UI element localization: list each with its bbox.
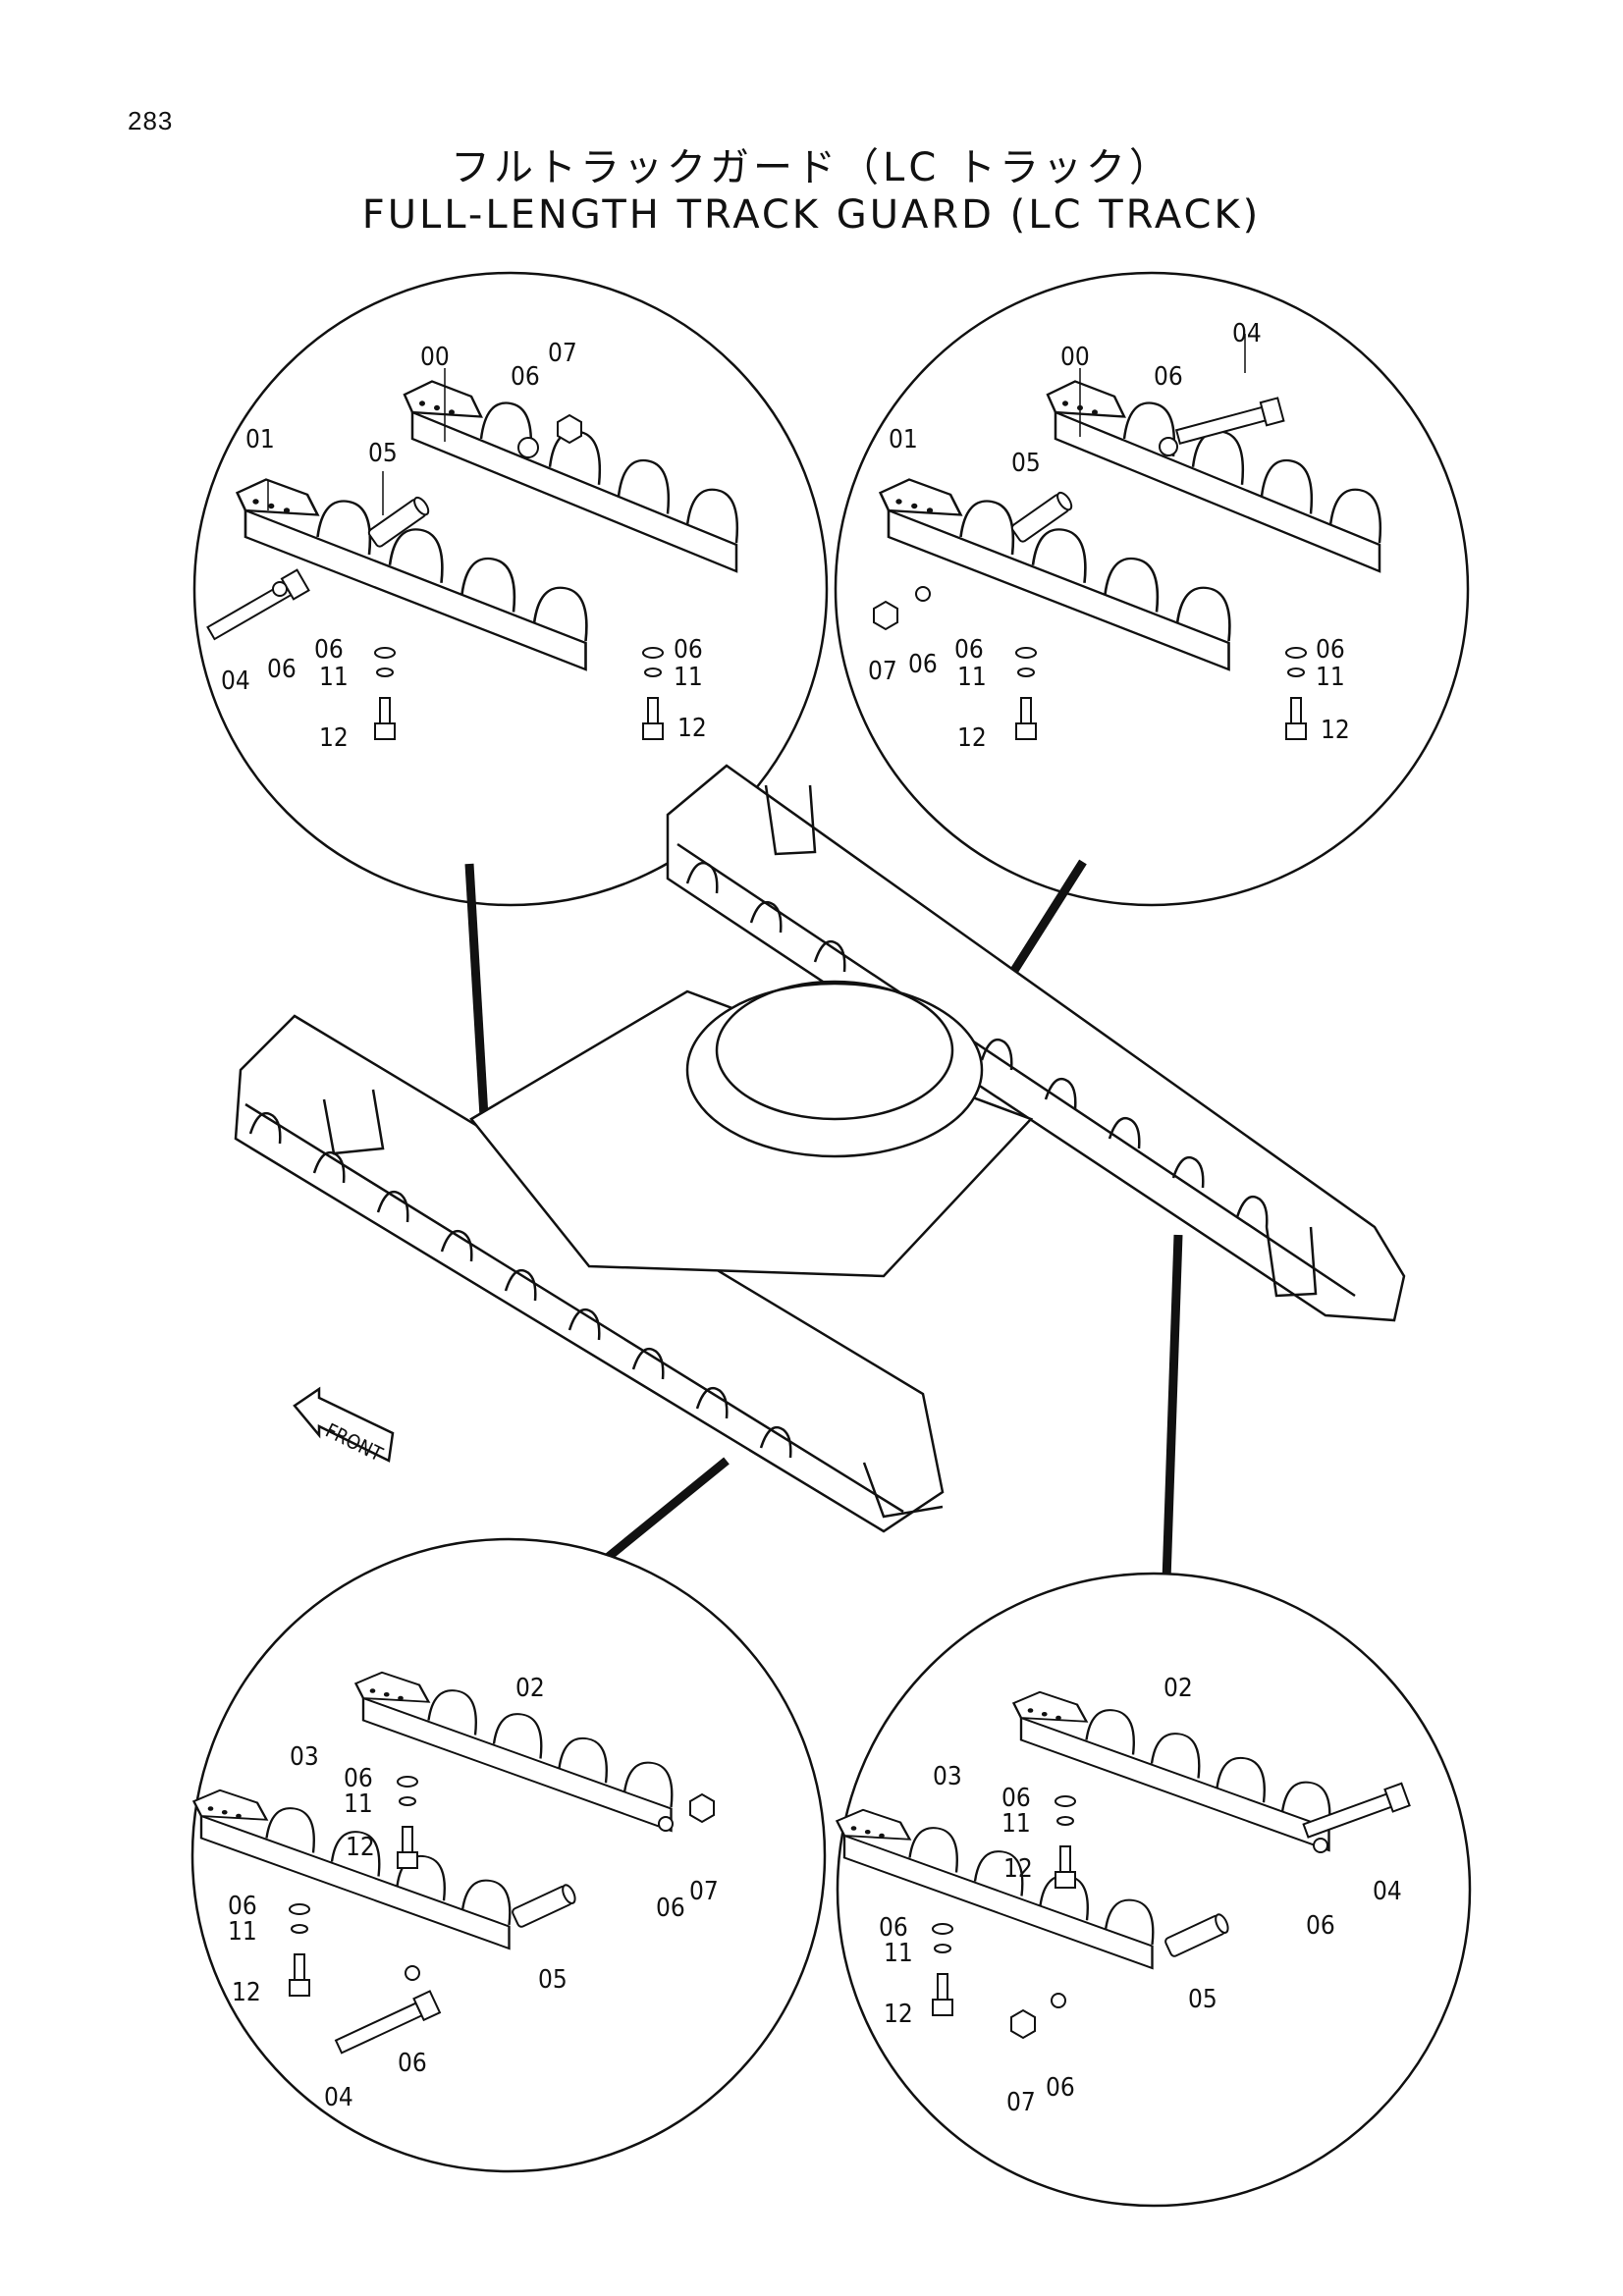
title-english: FULL-LENGTH TRACK GUARD (LC TRACK) (361, 192, 1262, 238)
callout-label: 06 (1154, 362, 1183, 392)
callout-label: 12 (319, 723, 349, 753)
callout-label: 05 (538, 1965, 568, 1995)
callout-label: 06 (879, 1913, 908, 1943)
callout-label: 11 (319, 663, 349, 692)
callout-label: 12 (232, 1978, 261, 2007)
callout-label: 01 (889, 425, 918, 454)
callout-label: 04 (221, 667, 250, 696)
detail-circle-bottom-right: 02 03 06 11 12 06 04 06 11 12 05 07 06 (836, 1572, 1472, 2208)
title-japanese: フルトラックガード（LC トラック） (451, 145, 1172, 190)
callout-label: 06 (314, 635, 344, 665)
callout-label: 01 (245, 425, 275, 454)
callout-label: 07 (689, 1877, 719, 1906)
callout-label: 03 (290, 1742, 319, 1772)
callout-label: 11 (674, 663, 703, 692)
page-number: 283 (128, 106, 174, 135)
callout-label: 00 (420, 343, 450, 372)
callout-label: 06 (656, 1894, 685, 1923)
callout-label: 06 (344, 1764, 373, 1793)
callout-label: 06 (1316, 635, 1345, 665)
callout-label: 06 (674, 635, 703, 665)
callout-label: 07 (548, 339, 577, 368)
callout-label: 07 (868, 657, 897, 686)
callout-label: 11 (228, 1917, 257, 1947)
callout-label: 12 (346, 1833, 375, 1862)
callout-label: 12 (1321, 716, 1350, 745)
detail-circle-bottom-left: 02 03 06 11 12 06 11 12 06 07 05 06 04 (190, 1537, 827, 2173)
callout-label: 04 (324, 2083, 353, 2112)
connector-line (1162, 1234, 1183, 1581)
callout-label: 05 (1011, 449, 1041, 478)
callout-label: 02 (1163, 1674, 1193, 1703)
callout-label: 04 (1232, 319, 1262, 348)
undercarriage-assembly (234, 764, 1406, 1533)
callout-label: 05 (368, 439, 398, 468)
callout-label: 11 (884, 1939, 913, 1968)
callout-label: 06 (398, 2049, 427, 2078)
callout-label: 11 (1001, 1809, 1031, 1839)
detail-circle-top-right: 04 00 06 01 05 07 06 06 11 06 11 12 12 (834, 271, 1470, 907)
callout-label: 05 (1188, 1985, 1217, 2014)
callout-label: 12 (677, 714, 707, 743)
callout-label: 06 (1001, 1784, 1031, 1813)
callout-label: 06 (267, 655, 297, 684)
callout-label: 11 (1316, 663, 1345, 692)
callout-label: 03 (933, 1762, 962, 1791)
callout-label: 07 (1006, 2088, 1036, 2117)
callout-label: 12 (884, 2000, 913, 2029)
callout-label: 12 (1003, 1854, 1033, 1884)
callout-label: 06 (511, 362, 540, 392)
callout-label: 12 (957, 723, 987, 753)
callout-label: 11 (957, 663, 987, 692)
callout-label: 02 (515, 1674, 545, 1703)
detail-circle-top-left: 00 06 07 01 05 04 06 06 11 06 11 12 12 (192, 271, 829, 907)
callout-label: 04 (1373, 1877, 1402, 1906)
front-direction-arrow: FRONT (293, 1386, 395, 1467)
callout-label: 06 (1306, 1911, 1335, 1941)
callout-label: 06 (228, 1892, 257, 1921)
callout-label: 00 (1060, 343, 1090, 372)
callout-label: 11 (344, 1789, 373, 1819)
callout-label: 06 (1046, 2073, 1075, 2103)
callout-label: 06 (908, 650, 938, 679)
callout-label: 06 (954, 635, 984, 665)
